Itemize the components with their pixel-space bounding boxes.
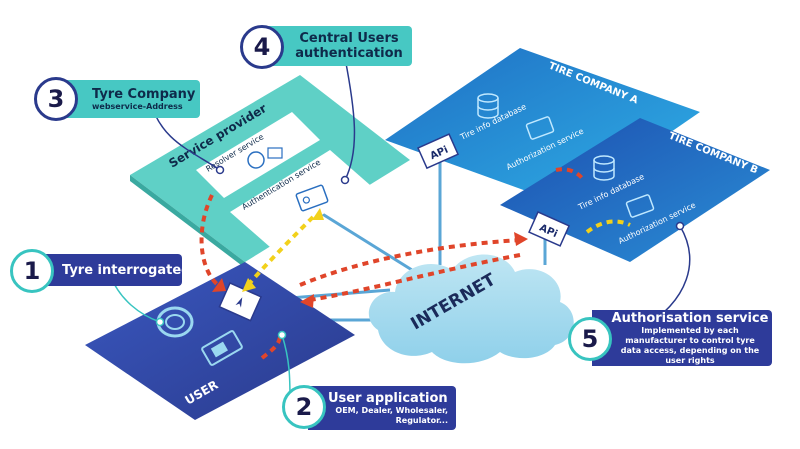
id-card-icon bbox=[525, 116, 555, 140]
internet-cloud: INTERNET bbox=[368, 254, 574, 364]
callout-4-line2: authentication bbox=[295, 46, 403, 61]
resolver-icon bbox=[247, 147, 283, 169]
callout-3-title: Tyre Company bbox=[92, 86, 196, 102]
callout-2-subtitle: OEM, Dealer, Wholesaler, Regulator... bbox=[335, 405, 448, 425]
callout-4-number: 4 bbox=[240, 25, 284, 69]
callout-3-number: 3 bbox=[34, 77, 78, 121]
database-icon-b bbox=[593, 155, 615, 181]
callout-authorisation-service: Authorisation service Implemented by eac… bbox=[592, 310, 772, 366]
user-plane: USER bbox=[85, 262, 355, 420]
flow-arrows bbox=[199, 167, 631, 360]
callout-1-title: Tyre interrogated bbox=[62, 262, 191, 278]
database-icon bbox=[477, 93, 499, 119]
arrow-heads bbox=[212, 208, 528, 308]
callout-3-subtitle: webservice-Address bbox=[92, 101, 183, 111]
callout-user-application: User application OEM, Dealer, Wholesaler… bbox=[308, 386, 456, 430]
callout-4-line1: Central Users bbox=[299, 31, 399, 46]
id-card-icon-b bbox=[625, 194, 655, 218]
auth-card-icon bbox=[295, 184, 329, 212]
leader-dots bbox=[155, 165, 685, 340]
callout-tyre-interrogated: Tyre interrogated bbox=[32, 254, 191, 286]
callout-5-subtitle: Implemented by each manufacturer to cont… bbox=[620, 325, 760, 365]
callout-5-title: Authorisation service bbox=[611, 310, 769, 326]
callout-5-number: 5 bbox=[568, 317, 612, 361]
service-provider-plane: Service provider Resolver service Authen… bbox=[130, 75, 410, 268]
callout-tyre-company: Tyre Company webservice-Address bbox=[58, 80, 200, 118]
handheld-reader-icon bbox=[201, 330, 243, 366]
callout-2-title: User application bbox=[328, 390, 448, 406]
callout-central-auth: Central Users authentication bbox=[262, 26, 412, 66]
api-node-b: APi bbox=[528, 211, 571, 247]
api-node-a: APi bbox=[417, 133, 459, 170]
callout-2-number: 2 bbox=[282, 385, 326, 429]
callout-1-number: 1 bbox=[10, 249, 54, 293]
